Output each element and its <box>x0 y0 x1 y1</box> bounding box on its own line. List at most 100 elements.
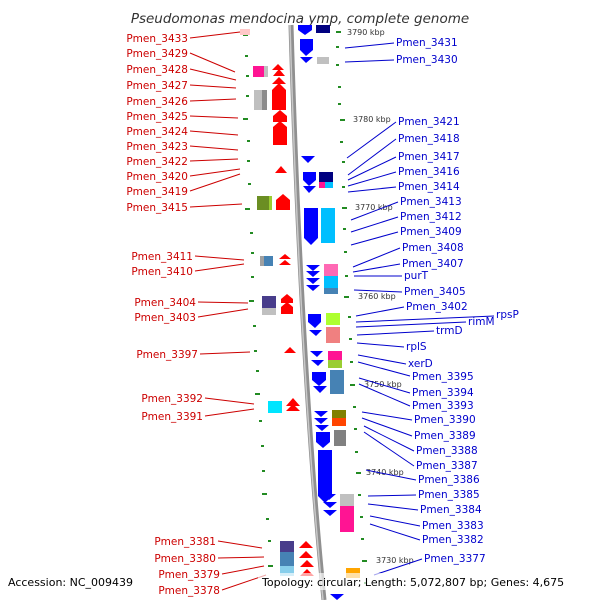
gene-feature <box>240 29 250 35</box>
gene-label: Pmen_3378 <box>158 585 220 597</box>
gene-feature <box>279 260 291 265</box>
gene-label: Pmen_3403 <box>134 312 196 324</box>
gene-label: rpsP <box>496 309 519 321</box>
right-leader-lines <box>344 42 495 576</box>
gene-feature <box>272 83 286 110</box>
gene-label: Pmen_3382 <box>422 534 484 546</box>
gene-label: Pmen_3420 <box>126 171 188 183</box>
gene-feature <box>312 372 326 386</box>
gene-label: Pmen_3428 <box>126 64 188 76</box>
gene-feature <box>318 450 332 503</box>
gene-label: Pmen_3415 <box>126 202 188 214</box>
gene-feature <box>323 510 337 516</box>
gene-label: Pmen_3409 <box>400 226 462 238</box>
kbp-label: 3760 kbp <box>358 292 396 301</box>
gene-feature <box>304 208 318 245</box>
gene-feature <box>299 541 313 548</box>
gene-label: Pmen_3402 <box>406 301 468 313</box>
gene-label: Pmen_3431 <box>396 37 458 49</box>
gene-feature <box>309 330 322 336</box>
gene-feature <box>324 288 338 294</box>
gene-label: Pmen_3424 <box>126 126 188 138</box>
gene-feature <box>323 502 337 508</box>
gene-feature <box>279 254 291 259</box>
gene-feature <box>328 351 342 360</box>
kbp-label: 3770 kbp <box>355 203 393 212</box>
gene-label: Pmen_3426 <box>126 96 188 108</box>
gene-feature <box>299 551 313 558</box>
gene-feature <box>332 410 346 418</box>
gene-feature <box>301 156 315 163</box>
gene-feature <box>275 166 287 173</box>
gene-feature <box>330 594 344 600</box>
gene-feature <box>281 302 293 314</box>
gene-feature <box>308 314 321 328</box>
gene-label: Pmen_3377 <box>424 553 486 565</box>
gene-feature <box>262 296 276 308</box>
gene-label: Pmen_3419 <box>126 186 188 198</box>
gene-feature <box>314 411 328 417</box>
gene-feature <box>300 560 314 567</box>
gene-feature <box>272 77 286 84</box>
gene-feature <box>316 25 330 33</box>
gene-label: Pmen_3404 <box>134 297 196 309</box>
gene-feature <box>281 294 293 303</box>
gene-feature <box>326 327 340 343</box>
genome-summary-text: Topology: circular; Length: 5,072,807 bp… <box>261 576 564 589</box>
gene-label: Pmen_3418 <box>398 133 460 145</box>
gene-label: Pmen_3411 <box>131 251 193 263</box>
gene-label: Pmen_3380 <box>154 553 216 565</box>
left-gene-labels: Pmen_3433 Pmen_3429 Pmen_3428 Pmen_3427 … <box>126 33 220 597</box>
gene-label: Pmen_3386 <box>418 474 480 486</box>
gene-feature <box>269 196 272 210</box>
gene-feature <box>298 25 312 35</box>
gene-feature <box>286 404 300 411</box>
gene-feature <box>272 64 284 70</box>
gene-label: Pmen_3412 <box>400 211 462 223</box>
map-title: Pseudomonas mendocina ymp, complete geno… <box>131 11 469 27</box>
gene-label: Pmen_3422 <box>126 156 188 168</box>
gene-feature <box>306 271 320 277</box>
reverse-strand-genes <box>298 25 360 600</box>
gene-label: Pmen_3425 <box>126 111 188 123</box>
gene-label: Pmen_3430 <box>396 54 458 66</box>
gene-feature <box>332 418 346 426</box>
gene-feature <box>303 186 316 193</box>
gene-feature <box>311 360 324 366</box>
genome-backbone-highlight <box>289 24 324 600</box>
kbp-label: 3740 kbp <box>366 468 404 477</box>
gene-feature <box>322 494 336 500</box>
kbp-label: 3790 kbp <box>347 28 385 37</box>
gene-label: Pmen_3395 <box>412 371 474 383</box>
gene-feature <box>280 541 294 552</box>
gene-label: Pmen_3388 <box>416 445 478 457</box>
gene-feature <box>313 386 327 393</box>
left-leader-lines <box>189 31 267 591</box>
gene-feature <box>253 66 264 77</box>
gene-feature <box>340 506 354 532</box>
gene-feature <box>306 278 320 284</box>
gene-label: Pmen_3379 <box>158 569 220 581</box>
gene-feature <box>324 276 338 288</box>
gene-feature <box>328 360 342 368</box>
gene-feature <box>264 66 268 77</box>
right-gene-labels: Pmen_3431 Pmen_3430 Pmen_3421 Pmen_3418 … <box>396 37 519 565</box>
gene-label: Pmen_3410 <box>131 266 193 278</box>
gene-label: Pmen_3416 <box>398 166 460 178</box>
gene-feature <box>262 308 276 315</box>
gene-feature <box>319 172 333 182</box>
gene-feature <box>334 430 346 446</box>
gene-feature <box>310 351 323 357</box>
gene-feature <box>273 110 287 122</box>
gene-label: Pmen_3413 <box>400 196 462 208</box>
gene-label: rimM <box>468 316 495 328</box>
gene-label: Pmen_3423 <box>126 141 188 153</box>
gene-label: Pmen_3383 <box>422 520 484 532</box>
gene-label: Pmen_3421 <box>398 116 460 128</box>
gene-label: trmD <box>436 325 463 337</box>
gene-label: Pmen_3394 <box>412 387 474 399</box>
kbp-label: 3780 kbp <box>353 115 391 124</box>
gene-feature <box>330 370 344 394</box>
gene-feature <box>315 425 329 431</box>
